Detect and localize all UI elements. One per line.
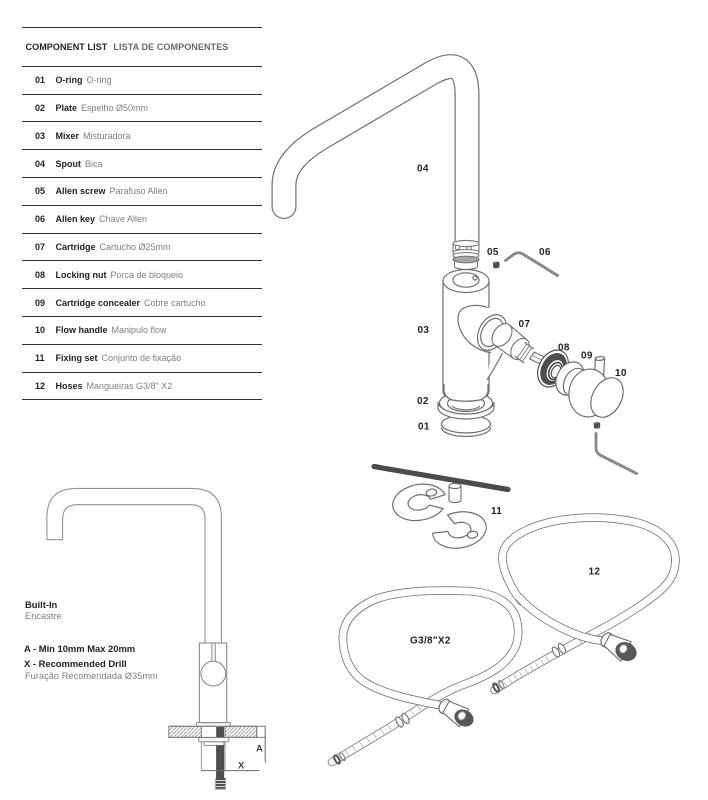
svg-text:X: X bbox=[238, 761, 245, 772]
svg-text:11: 11 bbox=[491, 506, 502, 517]
svg-text:08: 08 bbox=[558, 343, 570, 354]
svg-text:01: 01 bbox=[418, 422, 430, 433]
svg-text:04: 04 bbox=[417, 163, 429, 174]
svg-text:05: 05 bbox=[487, 247, 499, 258]
svg-text:07: 07 bbox=[519, 319, 531, 330]
svg-text:09: 09 bbox=[581, 351, 593, 362]
svg-text:G3/8"X2: G3/8"X2 bbox=[410, 636, 451, 647]
svg-text:06: 06 bbox=[539, 247, 551, 258]
svg-text:12: 12 bbox=[589, 567, 601, 578]
svg-text:03: 03 bbox=[418, 325, 430, 336]
svg-text:A: A bbox=[256, 744, 263, 755]
svg-text:10: 10 bbox=[615, 368, 627, 379]
svg-text:02: 02 bbox=[417, 396, 429, 407]
